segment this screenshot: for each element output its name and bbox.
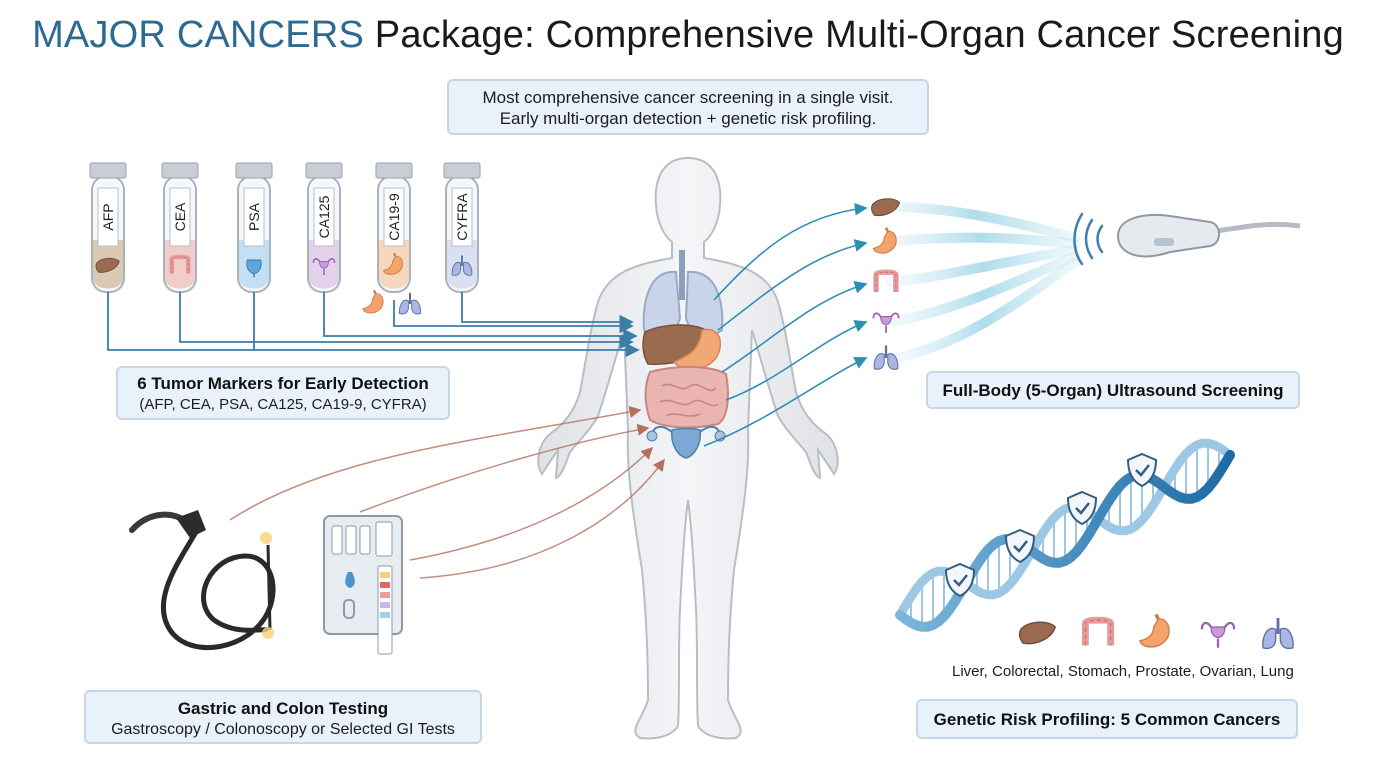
marker-connectors: [107, 292, 640, 358]
dna-helix-icon: [895, 438, 1235, 632]
tumor-markers-subheading: (AFP, CEA, PSA, CA125, CA19-9, CYFRA): [139, 396, 427, 413]
tube-psa: PSA: [235, 162, 273, 293]
gi-arrows: [229, 406, 665, 579]
lungs-icon: [873, 345, 899, 370]
dna-strand-front: [895, 450, 1235, 632]
tube-label: CYFRA: [454, 193, 470, 241]
tube-cea: CEA: [161, 162, 199, 293]
liver-icon: [871, 198, 901, 217]
tube-label: CA125: [316, 195, 332, 238]
title-accent: MAJOR CANCERS: [32, 14, 365, 56]
endoscope-icon: [129, 510, 276, 651]
uterus-icon: [1200, 621, 1236, 648]
liver-icon: [95, 257, 120, 273]
tube-label: PSA: [246, 202, 262, 231]
stomach-icon: [872, 227, 897, 254]
stomach-icon: [1139, 613, 1170, 648]
prostate-icon: [246, 259, 262, 278]
tumor-markers-box: 6 Tumor Markers for Early Detection (AFP…: [116, 366, 450, 420]
tumor-markers-heading: 6 Tumor Markers for Early Detection: [137, 374, 429, 393]
ultrasound-box: Full-Body (5-Organ) Ultrasound Screening: [926, 371, 1300, 409]
genetic-box: Genetic Risk Profiling: 5 Common Cancers: [916, 699, 1298, 739]
gi-testing-subheading: Gastroscopy / Colonoscopy or Selected GI…: [111, 721, 455, 738]
ultrasound-probe-icon: [1073, 212, 1301, 266]
title-rest: Package: Comprehensive Multi-Organ Cance…: [364, 14, 1344, 56]
tumor-marker-tubes: AFP CEA PSA CA125 CA19-9 CYFRA: [89, 162, 481, 293]
stomach-icon: [362, 289, 384, 314]
uterus-icon: [312, 258, 336, 275]
tube-afp: AFP: [89, 162, 127, 293]
lungs-icon: [1262, 617, 1294, 650]
tube-label: CA19-9: [386, 193, 402, 241]
ultrasound-organ-icons: [871, 198, 901, 370]
colon-icon: [169, 254, 191, 274]
lungs-icon: [451, 255, 473, 276]
intestines-organ: [644, 365, 729, 429]
genetic-organ-icons: [1018, 613, 1294, 650]
gi-testing-box: Gastric and Colon Testing Gastroscopy / …: [84, 690, 482, 744]
colon-icon: [1081, 616, 1115, 646]
summary-note: Most comprehensive cancer screening in a…: [447, 79, 929, 135]
colon-icon: [873, 269, 899, 293]
stool-test-kit-icon: [323, 515, 403, 655]
stomach-icon: [382, 252, 403, 275]
page-title: MAJOR CANCERS Package: Comprehensive Mul…: [0, 14, 1376, 57]
genetic-heading: Genetic Risk Profiling: 5 Common Cancers: [933, 710, 1281, 729]
summary-line-2: Early multi-organ detection + genetic ri…: [499, 109, 877, 128]
uterus-icon: [872, 312, 900, 333]
liver-icon: [1018, 621, 1057, 645]
tube-ca19-9: CA19-9: [375, 162, 413, 293]
uterus-organ: [646, 426, 726, 459]
ca19-9-extra-organs: [362, 289, 421, 315]
ultrasound-heading: Full-Body (5-Organ) Ultrasound Screening: [942, 381, 1284, 400]
lungs-icon: [399, 292, 421, 315]
summary-line-1: Most comprehensive cancer screening in a…: [482, 88, 894, 107]
ultrasound-arrows: [703, 202, 868, 447]
tube-cyfra: CYFRA: [443, 162, 481, 293]
tube-label: AFP: [100, 203, 116, 230]
tube-label: CEA: [172, 202, 188, 231]
ultrasound-waves: [875, 201, 1080, 363]
gi-testing-heading: Gastric and Colon Testing: [177, 699, 389, 718]
tube-ca125: CA125: [305, 162, 343, 293]
genetic-caption: Liver, Colorectal, Stomach, Prostate, Ov…: [952, 663, 1294, 680]
shield-check-icons: [944, 452, 1158, 598]
